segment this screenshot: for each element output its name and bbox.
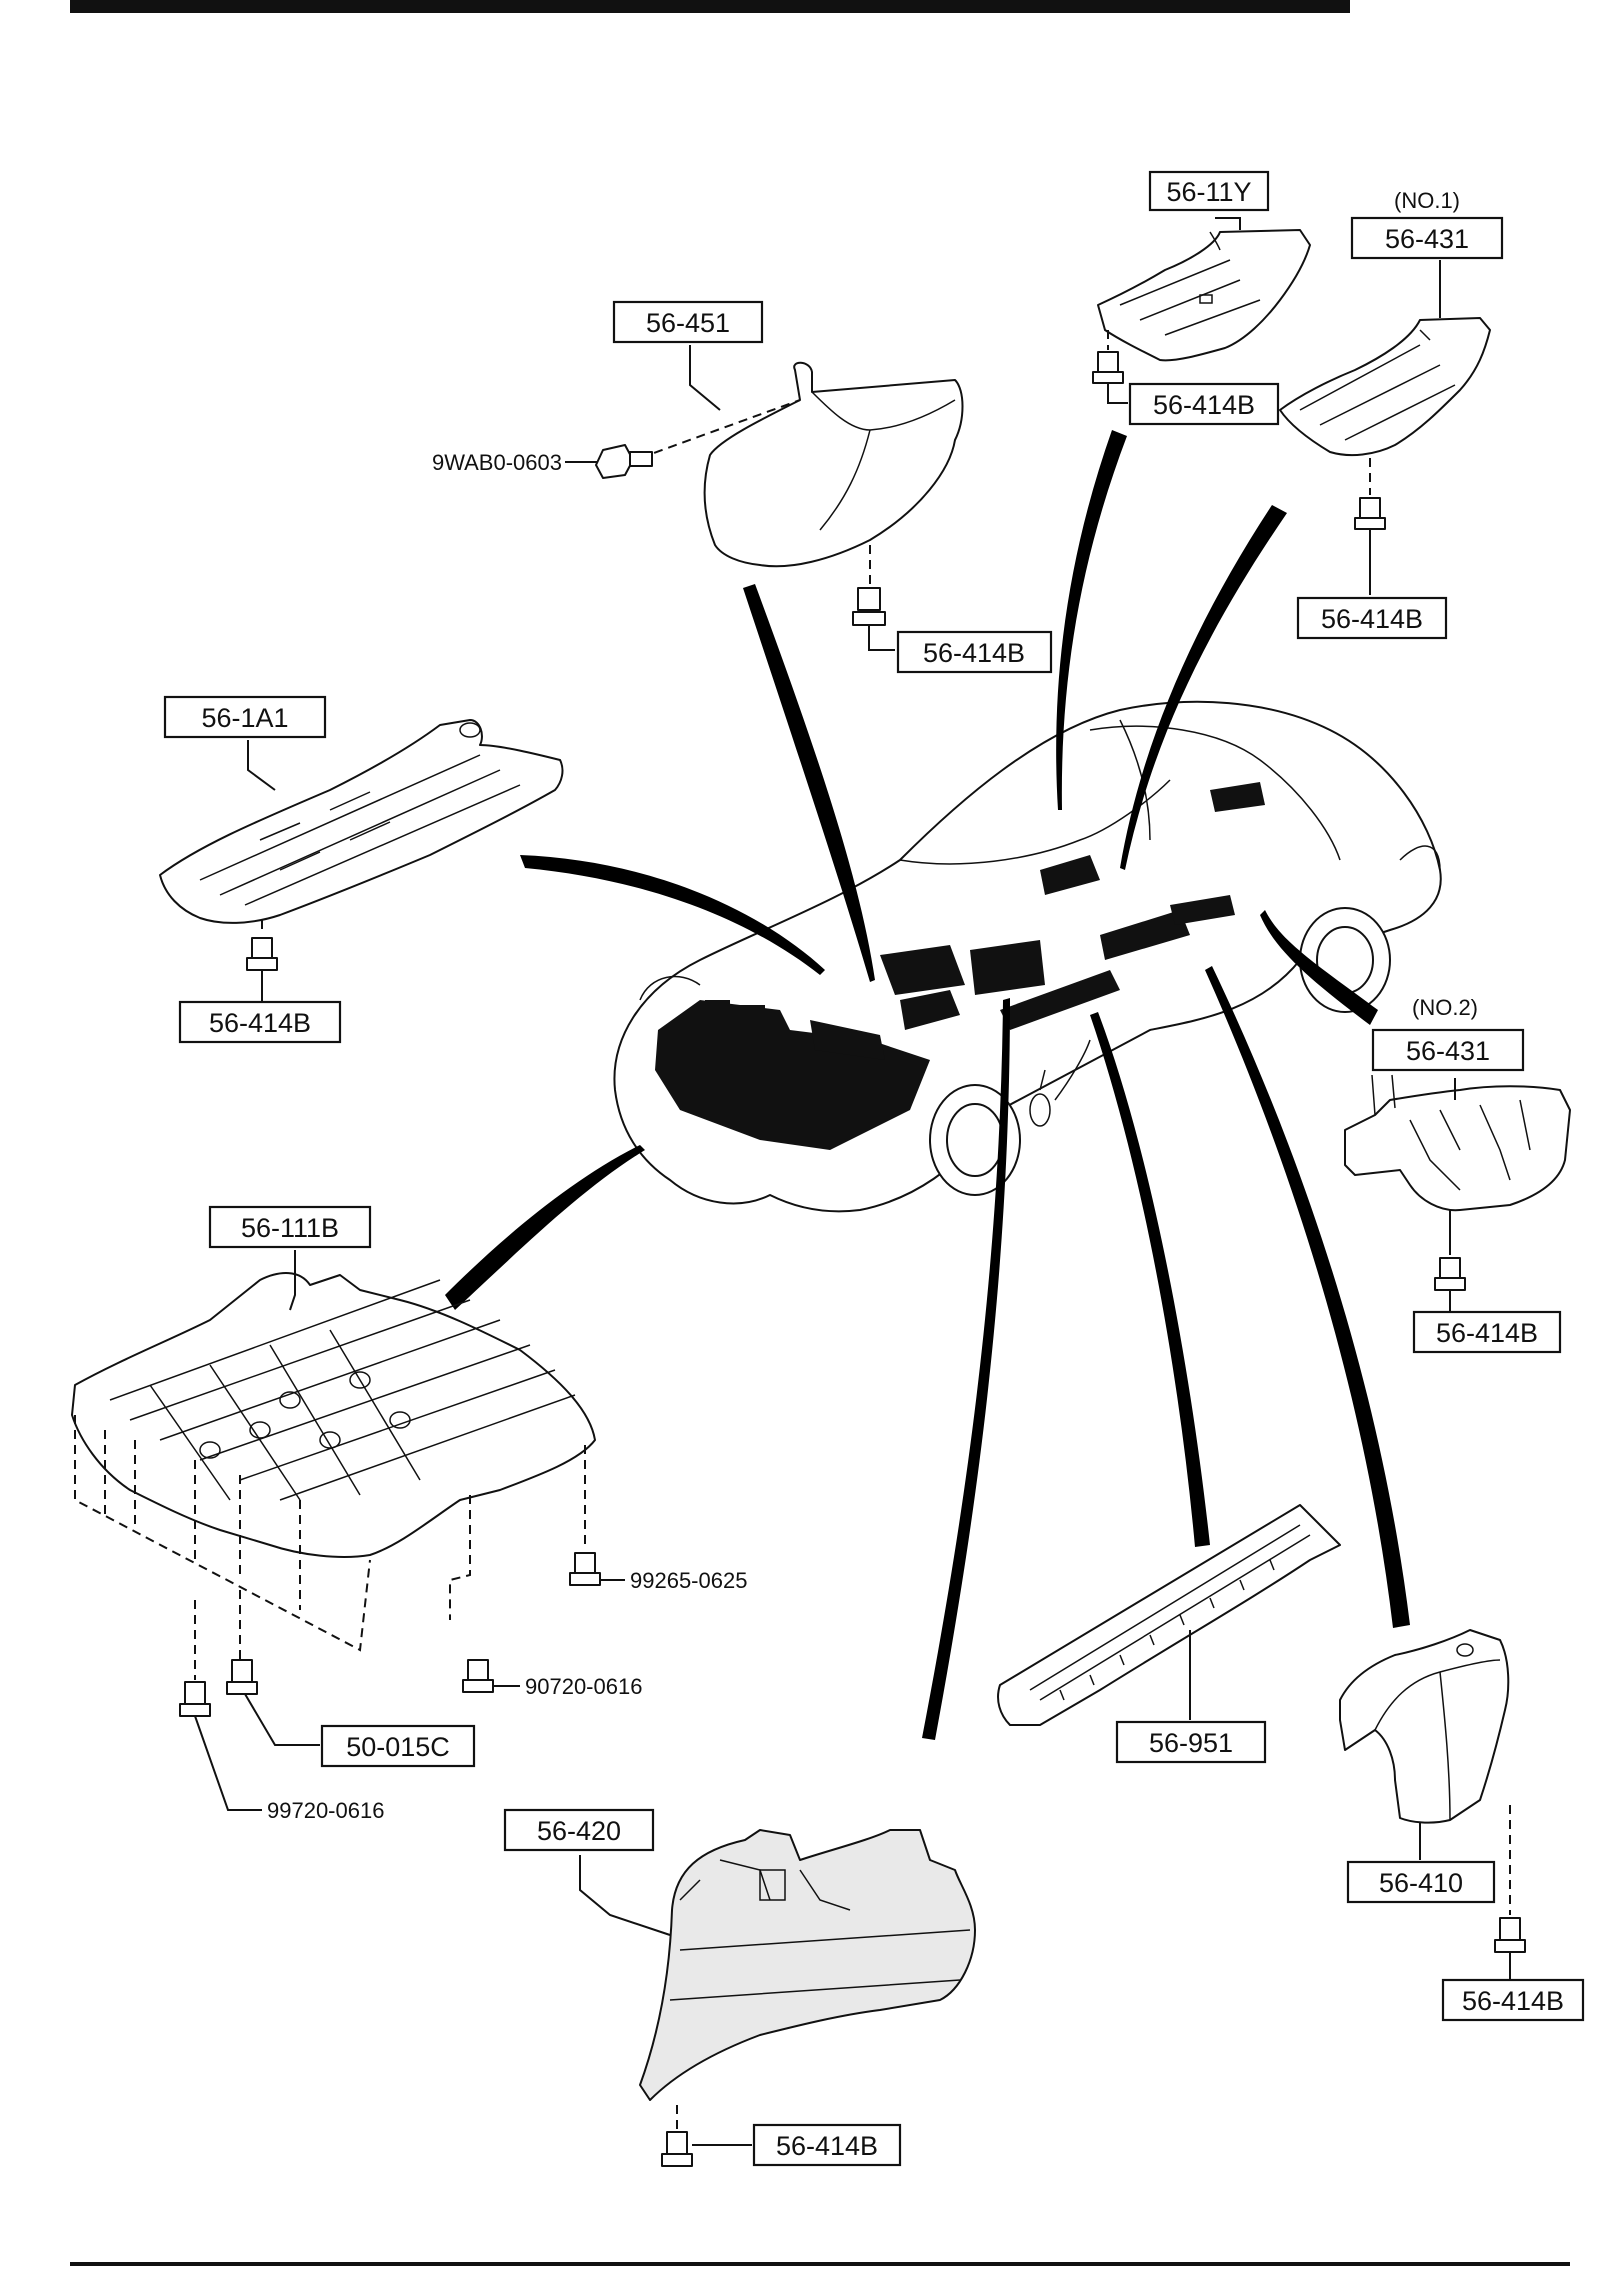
bolt-56-414B-f: [661, 2131, 752, 2167]
part-56-410: [1339, 1629, 1511, 1915]
leader-56-11Y: [1215, 217, 1241, 230]
part-56-451: [639, 361, 964, 590]
svg-text:56-414B: 56-414B: [1153, 390, 1255, 420]
callout-56-451: 56-451: [612, 300, 764, 344]
bolt-90720: [462, 1659, 520, 1693]
callout-56-420: 56-420: [503, 1808, 655, 1852]
part-56-420: [639, 1829, 976, 2130]
callout-56-410: 56-410: [1346, 1860, 1496, 1904]
callout-56-414B-g: 56-414B: [1441, 1978, 1585, 2022]
callout-no1: (NO.1): [1394, 188, 1460, 213]
leader-56-111B: [289, 1250, 296, 1311]
bolt-56-414B-b: [1092, 330, 1128, 404]
svg-text:50-015C: 50-015C: [346, 1732, 450, 1762]
callout-56-951: 56-951: [1115, 1720, 1267, 1764]
callout-56-431-no1: 56-431: [1350, 216, 1504, 260]
bolt-50-015C: [226, 1659, 320, 1746]
callout-56-414B-b: 56-414B: [1128, 382, 1280, 426]
svg-text:56-414B: 56-414B: [923, 638, 1025, 668]
callout-99720: 99720-0616: [267, 1798, 384, 1823]
callout-no2: (NO.2): [1412, 995, 1478, 1020]
callout-99265: 99265-0625: [630, 1568, 747, 1593]
svg-text:56-431: 56-431: [1406, 1036, 1490, 1066]
bolt-56-414B-e: [1434, 1257, 1480, 1331]
part-56-951: [997, 1504, 1341, 1726]
callout-56-431-no2: 56-431: [1371, 1028, 1525, 1072]
svg-text:56-414B: 56-414B: [209, 1008, 311, 1038]
svg-text:56-431: 56-431: [1385, 224, 1469, 254]
svg-text:(NO.2): (NO.2): [1412, 995, 1478, 1020]
part-56-1A1: [159, 719, 564, 935]
bolt-56-414B-a: [852, 587, 895, 651]
svg-text:56-451: 56-451: [646, 308, 730, 338]
callout-56-414B-d: 56-414B: [178, 1000, 342, 1044]
part-56-111B: [71, 1272, 596, 1680]
svg-text:90720-0616: 90720-0616: [525, 1674, 642, 1699]
callout-56-414B-e: 56-414B: [1412, 1310, 1562, 1354]
pointer-wedges: [445, 430, 1410, 1740]
leader-56-1A1: [247, 740, 276, 791]
callout-56-111B: 56-111B: [208, 1205, 372, 1249]
svg-text:56-410: 56-410: [1379, 1868, 1463, 1898]
svg-text:56-11Y: 56-11Y: [1166, 177, 1251, 207]
svg-text:99265-0625: 99265-0625: [630, 1568, 747, 1593]
bolt-56-414B-d: [246, 937, 278, 1002]
callout-56-414B-f: 56-414B: [752, 2123, 902, 2167]
bolt-56-414B-c: [1354, 497, 1386, 595]
bolt-9wab0: [565, 444, 653, 479]
part-56-431-no2: [1344, 1074, 1571, 1255]
svg-text:56-420: 56-420: [537, 1816, 621, 1846]
bolt-56-414B-g: [1494, 1917, 1526, 1980]
car-underbody-panels: [655, 782, 1265, 1150]
svg-text:56-414B: 56-414B: [1436, 1318, 1538, 1348]
svg-text:99720-0616: 99720-0616: [267, 1798, 384, 1823]
part-56-431-no1: [1279, 317, 1491, 495]
top-rule: [70, 0, 1350, 13]
svg-text:56-414B: 56-414B: [776, 2131, 878, 2161]
callout-56-1A1: 56-1A1: [163, 695, 327, 739]
svg-text:9WAB0-0603: 9WAB0-0603: [432, 450, 562, 475]
part-56-11Y: [1097, 229, 1311, 362]
bolt-99265: [569, 1552, 625, 1586]
callout-50-015C: 50-015C: [320, 1724, 476, 1768]
callout-9wab0: 9WAB0-0603: [432, 450, 562, 475]
svg-text:56-414B: 56-414B: [1321, 604, 1423, 634]
callout-56-414B-c: 56-414B: [1296, 596, 1448, 640]
leader-56-451: [689, 345, 721, 411]
leader-56-420: [579, 1855, 671, 1936]
svg-text:56-1A1: 56-1A1: [201, 703, 288, 733]
callout-90720: 90720-0616: [525, 1674, 642, 1699]
callout-56-11Y: 56-11Y: [1148, 170, 1270, 212]
svg-text:(NO.1): (NO.1): [1394, 188, 1460, 213]
callout-56-414B-a: 56-414B: [896, 630, 1053, 674]
svg-text:56-111B: 56-111B: [241, 1213, 339, 1243]
bolt-99720: [179, 1681, 262, 1811]
svg-text:56-414B: 56-414B: [1462, 1986, 1564, 2016]
svg-text:56-951: 56-951: [1149, 1728, 1233, 1758]
bottom-rule: [70, 2262, 1570, 2266]
